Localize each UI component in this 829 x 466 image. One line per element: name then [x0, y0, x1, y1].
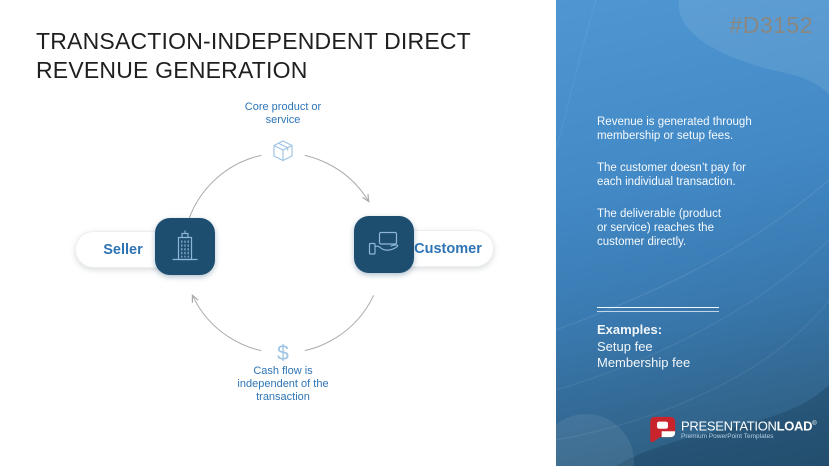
- info-panel: #D3152 Revenue is generated through memb…: [556, 0, 829, 466]
- template-id: #D3152: [729, 12, 813, 38]
- examples-block: Examples: Setup fee Membership fee: [597, 322, 690, 372]
- seller-node: [155, 218, 215, 275]
- customer-node: [354, 216, 414, 273]
- logo-name-bold: LOAD: [776, 418, 813, 434]
- example-item: Membership fee: [597, 355, 691, 370]
- double-line-divider: [597, 307, 719, 312]
- building-icon: [172, 229, 198, 260]
- customer-label: Customer: [414, 240, 482, 257]
- dollar-icon: $: [277, 341, 289, 365]
- panel-description: Revenue is generated through membership …: [597, 115, 792, 267]
- logo-name: PRESENTATIONLOAD®: [681, 418, 817, 434]
- cash-flow-icon-circle: $: [263, 333, 303, 373]
- panel-paragraph: Revenue is generated through membership …: [597, 116, 752, 142]
- hand-delivery-icon: [368, 231, 399, 255]
- cash-flow-label: Cash flow is independent of the transact…: [237, 365, 329, 403]
- examples-title: Examples:: [597, 322, 663, 337]
- arrowhead-to-customer: [362, 193, 370, 203]
- page-title: TRANSACTION-INDEPENDENT DIRECT REVENUE G…: [36, 28, 471, 83]
- panel-paragraph: The deliverable (product or service) rea…: [597, 208, 722, 248]
- revenue-cycle-diagram: Core product or service $ Cash flow is i…: [75, 101, 494, 403]
- arrowhead-to-seller: [191, 294, 199, 303]
- presentationload-logo: PRESENTATIONLOAD® Premium PowerPoint Tem…: [649, 416, 817, 444]
- core-product-icon-circle: [263, 132, 303, 172]
- seller-label: Seller: [103, 241, 143, 258]
- package-icon: [273, 140, 293, 162]
- logo-reg-mark: ®: [812, 421, 817, 427]
- logo-name-regular: PRESENTATION: [681, 418, 777, 434]
- core-product-label: Core product or service: [244, 101, 322, 126]
- example-item: Setup fee: [597, 338, 653, 354]
- logo-p-icon: [650, 416, 676, 443]
- panel-decor-shapes: [556, 0, 829, 466]
- panel-paragraph: The customer doesn’t pay for each indivi…: [597, 162, 746, 188]
- logo-tagline: Premium PowerPoint Templates: [681, 433, 774, 441]
- logo-text: PRESENTATIONLOAD® Premium PowerPoint Tem…: [681, 416, 817, 441]
